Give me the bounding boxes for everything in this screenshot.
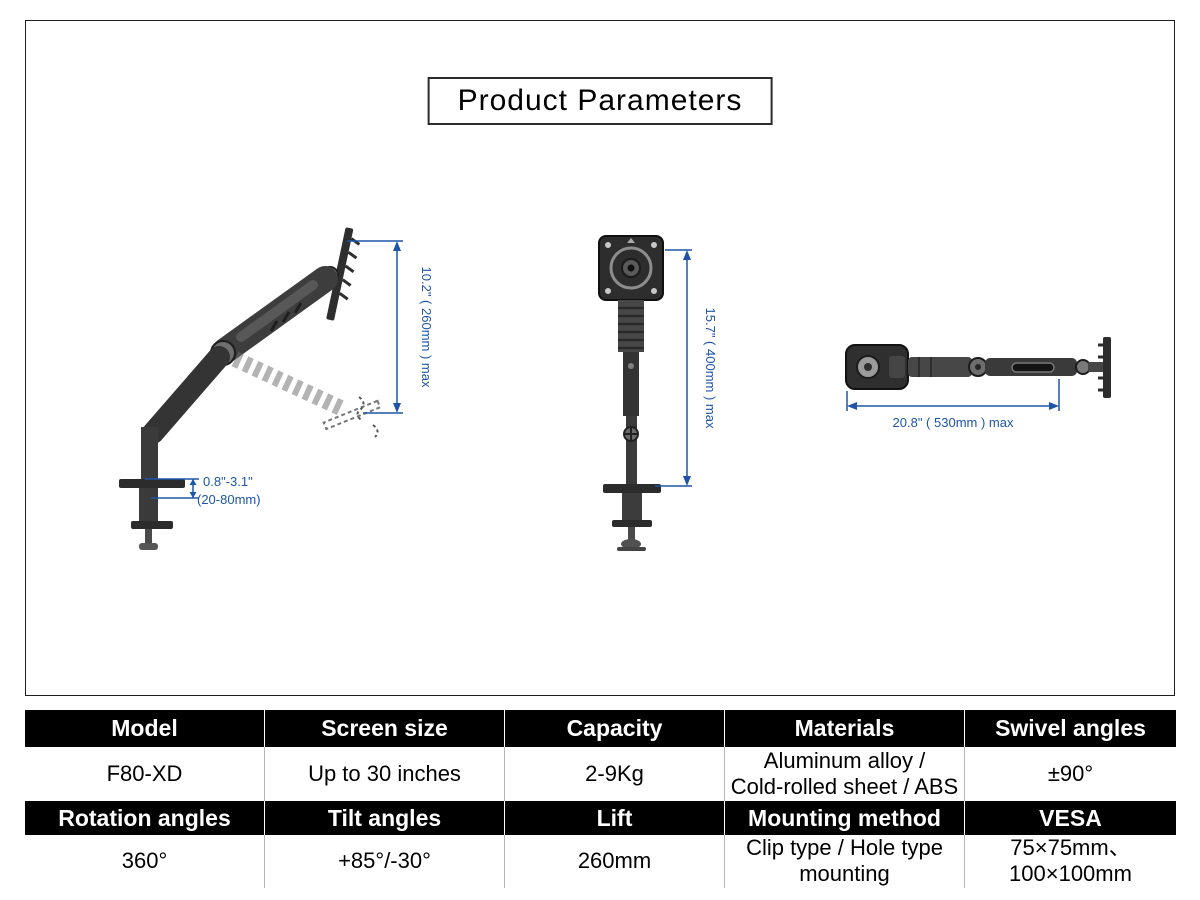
side-view-dimensions: 10.2" ( 260mm ) max 0.8"-3.1" (20-80mm) <box>145 240 434 507</box>
value-cell-screen-size: Up to 30 inches <box>265 747 505 801</box>
table-header-row: Rotation angles Tilt angles Lift Mountin… <box>25 801 1176 835</box>
table-header-row: Model Screen size Capacity Materials Swi… <box>25 710 1176 747</box>
header-cell-swivel-angles: Swivel angles <box>965 710 1176 747</box>
value-cell-tilt-angles: +85°/-30° <box>265 835 505 888</box>
front-view-dimensions: 15.7" ( 400mm ) max <box>655 249 718 487</box>
monitor-arm-side-illustration <box>119 227 382 550</box>
value-cell-lift: 260mm <box>505 835 725 888</box>
value-cell-rotation-angles: 360° <box>25 835 265 888</box>
value-cell-capacity: 2-9Kg <box>505 747 725 801</box>
spec-table: Model Screen size Capacity Materials Swi… <box>25 710 1176 888</box>
table-data-row: 360° +85°/-30° 260mm Clip type / Hole ty… <box>25 835 1176 888</box>
header-cell-tilt-angles: Tilt angles <box>265 801 505 835</box>
header-cell-rotation-angles: Rotation angles <box>25 801 265 835</box>
header-cell-model: Model <box>25 710 265 747</box>
pole-height-dimension-label: 15.7" ( 400mm ) max <box>703 308 718 429</box>
clamp-range-dimension-label-line1: 0.8"-3.1" <box>203 474 253 489</box>
monitor-arm-top-illustration <box>845 337 1111 398</box>
value-cell-materials: Aluminum alloy / Cold-rolled sheet / ABS <box>725 747 965 801</box>
value-cell-mounting-method: Clip type / Hole type mounting <box>725 835 965 888</box>
page-title: Product Parameters <box>427 77 773 125</box>
value-cell-swivel-angles: ±90° <box>965 747 1176 801</box>
side-view-diagram: 10.2" ( 260mm ) max 0.8"-3.1" (20-80mm) <box>119 227 434 550</box>
top-view-dimensions: 20.8" ( 530mm ) max <box>846 379 1060 430</box>
value-cell-model: F80-XD <box>25 747 265 801</box>
header-cell-screen-size: Screen size <box>265 710 505 747</box>
clamp-range-dimension-label-line2: (20-80mm) <box>197 492 261 507</box>
height-range-dimension-label: 10.2" ( 260mm ) max <box>419 267 434 388</box>
top-view-diagram: 20.8" ( 530mm ) max <box>845 337 1111 430</box>
header-cell-capacity: Capacity <box>505 710 725 747</box>
header-cell-lift: Lift <box>505 801 725 835</box>
front-view-diagram: 15.7" ( 400mm ) max <box>598 235 718 551</box>
header-cell-vesa: VESA <box>965 801 1176 835</box>
arm-length-dimension-label: 20.8" ( 530mm ) max <box>893 415 1014 430</box>
monitor-arm-front-illustration <box>598 235 664 551</box>
value-cell-vesa: 75×75mm、100×100mm <box>965 835 1176 888</box>
diagram-frame: Product Parameters <box>25 20 1175 696</box>
header-cell-materials: Materials <box>725 710 965 747</box>
header-cell-mounting-method: Mounting method <box>725 801 965 835</box>
table-data-row: F80-XD Up to 30 inches 2-9Kg Aluminum al… <box>25 747 1176 801</box>
